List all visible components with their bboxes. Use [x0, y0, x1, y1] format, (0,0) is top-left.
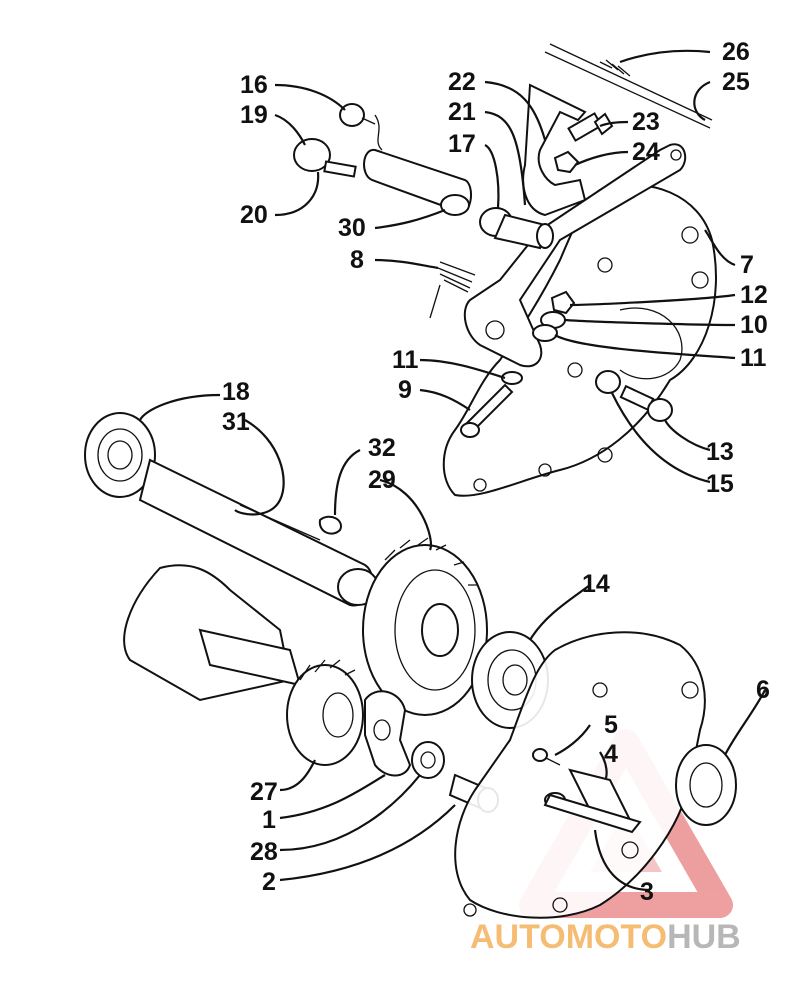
- callout-13: 13: [706, 438, 734, 466]
- callout-28: 28: [250, 838, 278, 866]
- watermark-text: AUTOMOTOHUB: [470, 918, 741, 956]
- watermark-text-hub: HUB: [667, 918, 741, 956]
- cap-16: [339, 103, 376, 127]
- callout-11-left: 11: [392, 346, 419, 374]
- bolt-19: [293, 138, 357, 178]
- callout-10: 10: [740, 311, 768, 339]
- callout-20: 20: [240, 201, 268, 229]
- callout-26: 26: [722, 38, 750, 66]
- callout-19: 19: [240, 101, 268, 129]
- callout-24: 24: [632, 138, 660, 166]
- callout-4: 4: [604, 740, 618, 768]
- screw-5: [532, 748, 561, 766]
- callout-15: 15: [706, 470, 734, 498]
- callout-18: 18: [222, 378, 250, 406]
- callout-11-right: 11: [740, 344, 767, 372]
- callout-1: 1: [262, 806, 276, 834]
- bearing-31: [84, 412, 156, 498]
- callout-31: 31: [222, 408, 250, 436]
- key-32: [318, 515, 342, 535]
- watermark-text-automoto: AUTOMOTO: [470, 918, 667, 956]
- bushing-28: [411, 741, 445, 779]
- callout-3: 3: [640, 878, 654, 906]
- gear-29: [362, 537, 488, 716]
- cover-housing: [442, 184, 717, 497]
- callout-numbers: 26 25 16 19 22 23 21 17 24 20 30 8 7 12 …: [222, 38, 770, 906]
- callout-16: 16: [240, 71, 268, 99]
- callout-32: 32: [368, 434, 396, 462]
- callout-25: 25: [722, 68, 750, 96]
- bolt-9: [460, 371, 523, 438]
- callout-8: 8: [350, 246, 364, 274]
- lever-arm-7: [463, 143, 687, 368]
- callout-7: 7: [740, 251, 754, 279]
- callout-12: 12: [740, 281, 768, 309]
- callout-17: 17: [448, 130, 476, 158]
- spring-17: [479, 207, 554, 250]
- bearing-6: [675, 744, 737, 826]
- callout-9: 9: [398, 376, 412, 404]
- nut-24: [553, 150, 580, 174]
- callout-23: 23: [632, 108, 660, 136]
- callout-2: 2: [262, 868, 276, 896]
- callout-5: 5: [604, 711, 618, 739]
- washer-15: [595, 370, 621, 394]
- plate-4: [543, 768, 642, 834]
- bracket-1: [364, 690, 412, 777]
- callout-6: 6: [756, 676, 770, 704]
- nut-12: [550, 290, 576, 315]
- leader-lines: [139, 49, 766, 892]
- callout-21: 21: [448, 98, 476, 126]
- svg-text:AUTOMOTOHUB: AUTOMOTOHUB: [470, 918, 741, 956]
- callout-27: 27: [250, 778, 278, 806]
- callout-30: 30: [338, 214, 366, 242]
- lever-22: [522, 83, 587, 217]
- bolt-13: [619, 384, 673, 422]
- callout-14: 14: [582, 570, 610, 598]
- callout-29: 29: [368, 466, 396, 494]
- crankshaft: [123, 564, 302, 702]
- spring-8: [429, 261, 476, 319]
- shaft-30: [363, 114, 472, 216]
- gear-27: [286, 659, 364, 766]
- washer-11: [532, 324, 558, 342]
- callout-22: 22: [448, 68, 476, 96]
- spring-rod-26: [544, 43, 713, 129]
